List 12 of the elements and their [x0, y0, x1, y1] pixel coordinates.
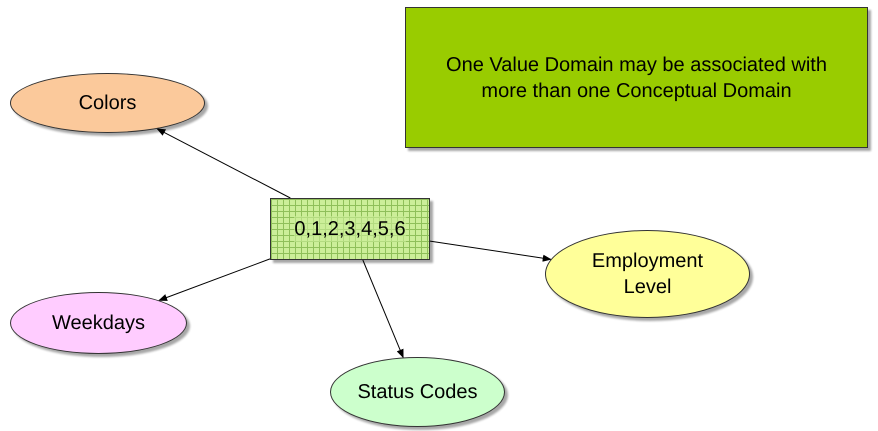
- node-label: 0,1,2,3,4,5,6: [294, 216, 406, 242]
- arrow: [362, 260, 404, 358]
- node-label: One Value Domain may be associated with more than one Conceptual Domain: [445, 52, 828, 104]
- arrow: [156, 128, 291, 198]
- node-label: Weekdays: [52, 311, 145, 336]
- node-label: Colors: [78, 91, 136, 116]
- node-label: Employment Level: [590, 249, 704, 300]
- arrow: [430, 240, 552, 262]
- note-box: [405, 7, 868, 148]
- value-box: [270, 198, 430, 260]
- node-label: Status Codes: [357, 380, 478, 405]
- arrow: [158, 258, 270, 301]
